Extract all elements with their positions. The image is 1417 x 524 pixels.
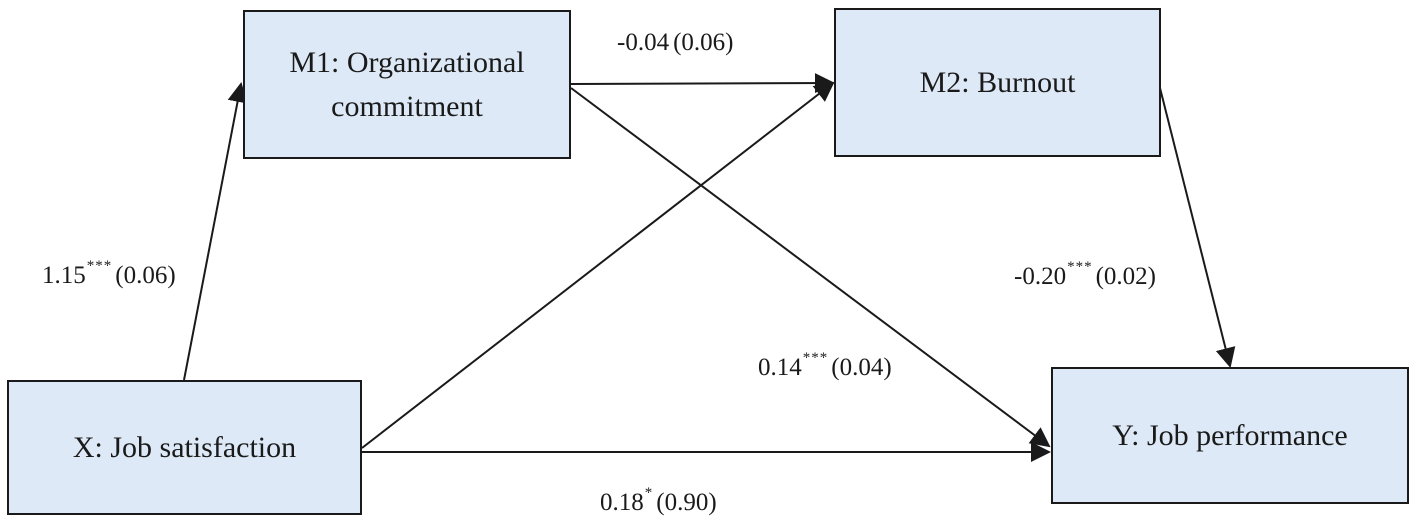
coef-standard-error: (0.02) bbox=[1095, 263, 1156, 290]
node-m1-label-line1: M1: Organizational bbox=[289, 46, 525, 79]
coef-estimate: 0.14 bbox=[758, 354, 802, 381]
coefficient-x-to-m1: 1.15***(0.06) bbox=[42, 259, 176, 289]
coef-standard-error: (0.04) bbox=[831, 354, 892, 381]
node-organizational-commitment: M1: Organizational commitment bbox=[243, 10, 571, 159]
node-job-satisfaction: X: Job satisfaction bbox=[7, 380, 362, 515]
coef-estimate: -0.04 bbox=[617, 29, 670, 56]
coef-estimate: 0.18 bbox=[600, 489, 644, 516]
node-y-label: Y: Job performance bbox=[1112, 418, 1348, 452]
coef-significance: *** bbox=[802, 350, 829, 366]
node-job-performance: Y: Job performance bbox=[1051, 367, 1409, 504]
arrow-m1-to-y bbox=[570, 87, 1051, 448]
coef-estimate: 1.15 bbox=[42, 262, 86, 289]
coefficient-m2-to-y: -0.20***(0.02) bbox=[1014, 260, 1156, 290]
arrow-m2-to-y bbox=[1159, 87, 1236, 368]
arrow-x-to-m2 bbox=[361, 81, 835, 449]
coef-standard-error: (0.06) bbox=[115, 262, 176, 289]
coefficient-x-to-y: 0.18*(0.90) bbox=[600, 486, 717, 516]
coef-standard-error: (0.90) bbox=[656, 489, 717, 516]
node-x-label: X: Job satisfaction bbox=[72, 430, 297, 464]
coef-significance: *** bbox=[86, 258, 113, 274]
node-m2-label: M2: Burnout bbox=[919, 65, 1076, 99]
coefficient-m1-to-m2: -0.04(0.06) bbox=[617, 30, 733, 55]
node-m1-label-line2: commitment bbox=[331, 89, 483, 123]
coef-significance: *** bbox=[1067, 259, 1093, 275]
node-burnout: M2: Burnout bbox=[834, 8, 1161, 157]
coefficient-m1-to-y: 0.14***(0.04) bbox=[758, 351, 892, 381]
arrow-m1-to-m2 bbox=[570, 73, 835, 94]
coef-estimate: -0.20 bbox=[1014, 263, 1067, 290]
coef-standard-error: (0.06) bbox=[673, 29, 734, 56]
coef-significance: * bbox=[644, 485, 654, 501]
arrow-x-to-m1 bbox=[183, 82, 248, 381]
